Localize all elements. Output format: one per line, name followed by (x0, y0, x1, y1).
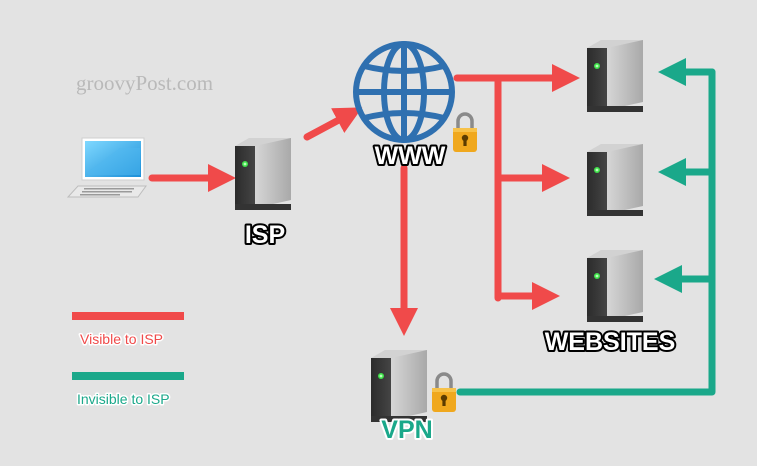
server-icon (235, 138, 291, 210)
website-server-3 (587, 250, 643, 322)
vpn-tunnel-line (456, 68, 716, 396)
legend-visible-swatch (72, 312, 184, 320)
legend-visible-label: Visible to ISP (80, 331, 163, 347)
laptop-icon (66, 137, 147, 198)
isp-label: ISP (245, 221, 285, 249)
server-icon (371, 350, 427, 422)
visible-connections (148, 64, 580, 336)
invisible-connections (456, 58, 716, 396)
legend: Visible to ISP Invisible to ISP (72, 312, 184, 409)
legend-invisible-label: Invisible to ISP (77, 391, 170, 407)
website-server-2 (587, 144, 643, 216)
arrow-isp-to-www (303, 107, 363, 141)
vpn-label: VPN (381, 416, 432, 444)
globe-icon (353, 41, 455, 143)
watermark: groovyPost.com (76, 71, 213, 95)
vpn-server: VPN (371, 350, 458, 446)
www-label: WWW (375, 142, 446, 170)
websites-label: WEBSITES (545, 328, 676, 356)
isp-server: ISP (235, 138, 291, 251)
lock-icon (430, 372, 458, 414)
website-server-1 (587, 40, 643, 112)
lock-icon (451, 112, 479, 154)
legend-invisible-swatch (72, 372, 184, 380)
